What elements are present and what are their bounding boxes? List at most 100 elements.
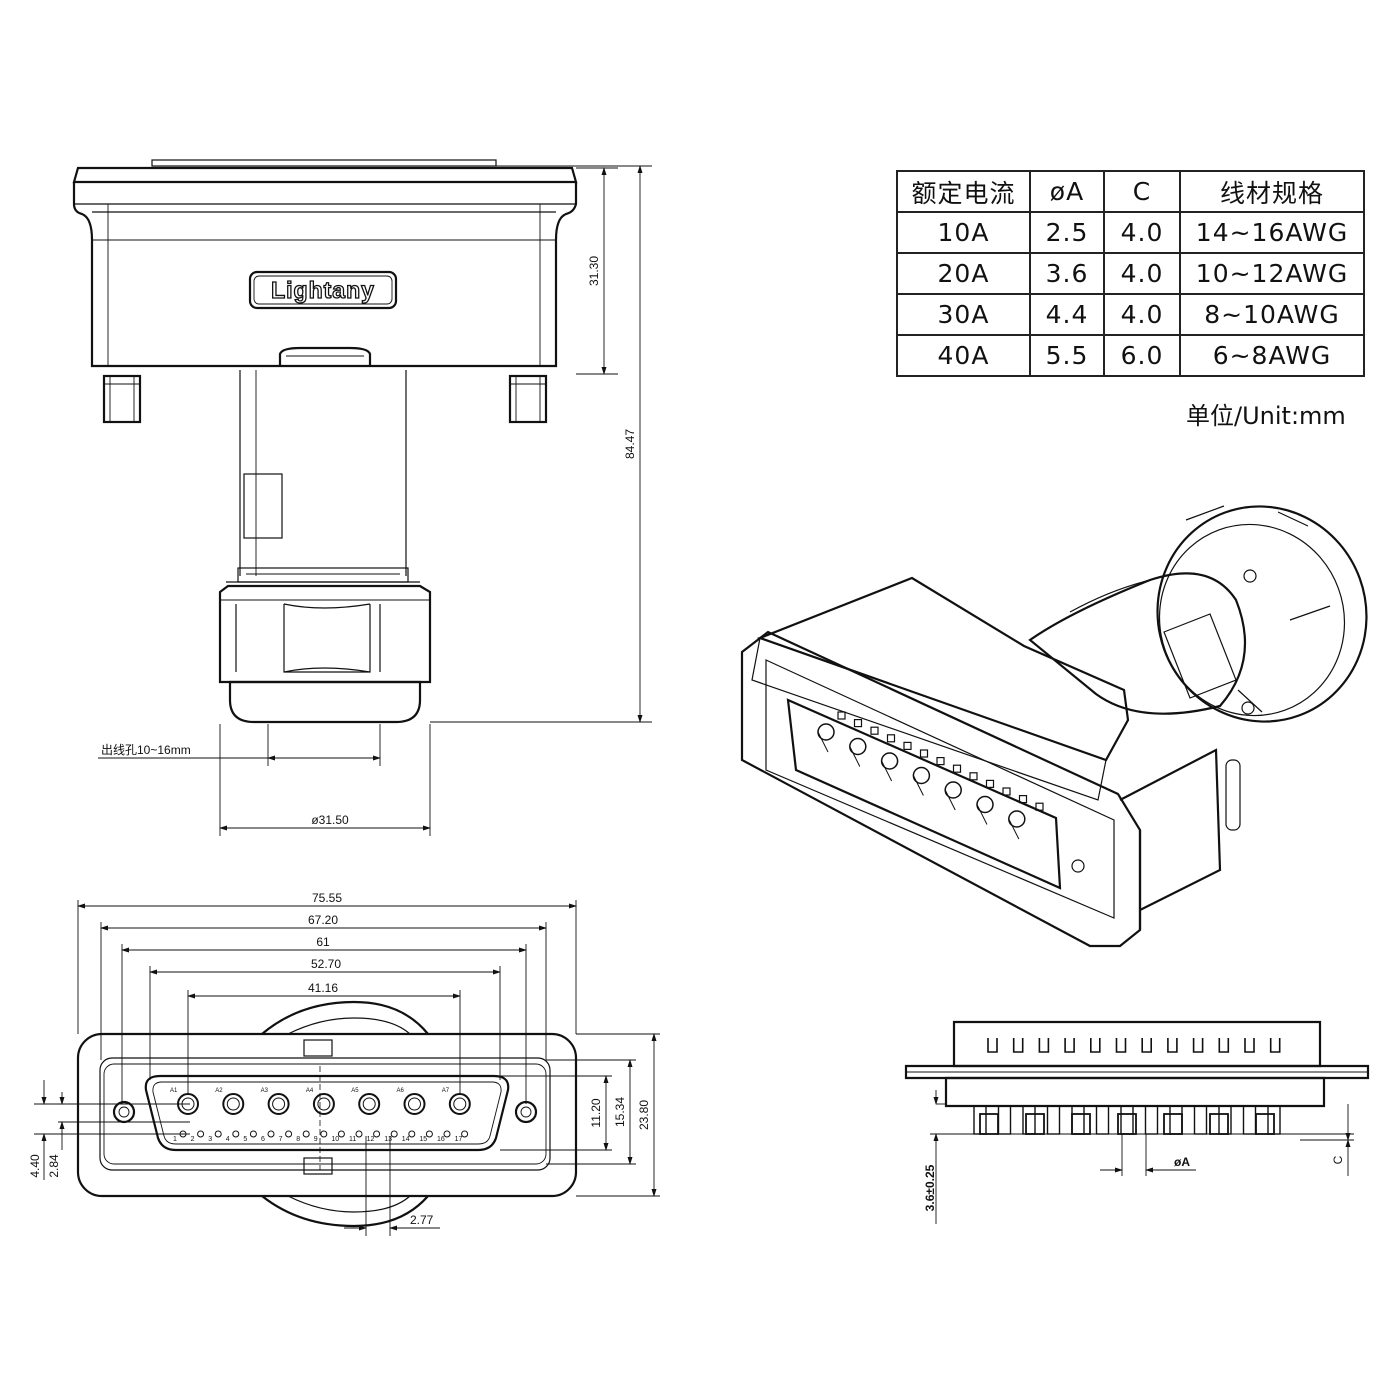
iso-contact-lead <box>976 804 988 825</box>
table-row: 40A 5.5 6.0 6~8AWG <box>896 334 1365 377</box>
dim-left-1: 4.40 <box>28 1154 42 1178</box>
power-pin <box>358 1093 381 1115</box>
dim-body-height: 31.30 <box>587 256 601 286</box>
cell-current: 40A <box>896 334 1031 377</box>
header-rated-current: 额定电流 <box>896 170 1031 213</box>
iso-signal-contact <box>870 726 879 735</box>
header-diameter-a: øA <box>1029 170 1105 213</box>
side-pin <box>997 1105 1012 1135</box>
table-row: 30A 4.4 4.0 8~10AWG <box>896 293 1365 336</box>
side-slot <box>1141 1038 1152 1053</box>
power-pin-label: A7 <box>442 1088 450 1094</box>
cell-diameter: 2.5 <box>1029 211 1105 254</box>
signal-pin-label: 3 <box>208 1136 212 1143</box>
iso-signal-contact <box>952 764 962 773</box>
iso-contact-row <box>817 711 1044 840</box>
signal-pin-label: 15 <box>419 1136 427 1143</box>
signal-pin-label: 13 <box>384 1136 392 1143</box>
dim-total-height: 84.47 <box>623 429 637 459</box>
side-pin <box>1193 1105 1208 1135</box>
unit-note: 单位/Unit:mm <box>1186 402 1346 430</box>
side-pin <box>1242 1105 1257 1135</box>
signal-pin <box>408 1130 416 1138</box>
iso-signal-contact <box>903 741 912 751</box>
spec-table: 额定电流 øA C 线材规格 10A 2.5 4.0 14~16AWG 20A … <box>896 170 1365 377</box>
iso-signal-contact <box>919 749 929 758</box>
iso-contact-lead <box>817 731 829 753</box>
signal-pin-label: 6 <box>261 1136 265 1143</box>
signal-pin <box>320 1130 328 1138</box>
cell-c: 4.0 <box>1103 252 1181 295</box>
isometric-view <box>740 505 1368 948</box>
side-pin <box>1071 1105 1085 1135</box>
power-pin-label: A5 <box>351 1088 359 1094</box>
side-pin-row <box>973 1105 1281 1135</box>
side-pin <box>1144 1105 1159 1135</box>
dim-pin-length: 3.6±0.25 <box>923 1164 937 1211</box>
iso-signal-contact <box>1002 787 1011 796</box>
iso-signal-contact <box>1035 802 1044 811</box>
iso-contact-lead <box>849 746 861 767</box>
side-power-pin <box>1163 1113 1183 1135</box>
side-view: 3.6±0.25 øA C <box>904 1020 1370 1224</box>
signal-pin <box>285 1130 293 1138</box>
side-slot <box>1167 1038 1178 1053</box>
dim-width-3: 61 <box>316 935 330 949</box>
cell-diameter: 4.4 <box>1029 293 1105 336</box>
side-pin <box>1046 1105 1061 1135</box>
dim-width-2: 67.20 <box>308 913 338 927</box>
front-flange <box>76 1032 578 1198</box>
dim-width-5: 41.16 <box>308 981 338 995</box>
power-pin-inner <box>408 1097 421 1111</box>
dim-diameter: ø31.50 <box>311 813 349 827</box>
signal-pin <box>249 1130 257 1138</box>
signal-pin <box>267 1130 275 1138</box>
power-pin-inner <box>362 1097 376 1111</box>
dim-height-1: 11.20 <box>589 1098 603 1127</box>
side-power-pin <box>1071 1113 1091 1135</box>
power-pin-inner <box>453 1097 467 1111</box>
signal-pin-label: 8 <box>296 1136 300 1143</box>
signal-pin-label: 4 <box>226 1136 230 1143</box>
side-slot-row <box>987 1038 1281 1053</box>
side-slot <box>1012 1038 1024 1053</box>
signal-pin-label: 1 <box>173 1136 177 1143</box>
signal-pin-label: 12 <box>367 1136 375 1143</box>
brand-badge <box>248 270 398 310</box>
signal-pin-label: 16 <box>437 1136 445 1143</box>
cell-c: 4.0 <box>1103 211 1181 254</box>
side-pin <box>1022 1105 1036 1135</box>
dim-pitch: 2.77 <box>410 1213 434 1227</box>
cell-wire: 8~10AWG <box>1179 293 1365 336</box>
dim-height-3: 23.80 <box>637 1100 651 1130</box>
power-pin <box>312 1093 335 1115</box>
cell-wire: 14~16AWG <box>1179 211 1365 254</box>
signal-pin-label: 9 <box>314 1136 318 1143</box>
iso-contact-lead <box>881 760 893 782</box>
signal-pin <box>355 1130 363 1138</box>
spec-table-header-row: 额定电流 øA C 线材规格 <box>896 170 1365 213</box>
power-pin-label: A3 <box>261 1088 269 1094</box>
dim-outlet-hole: 出线孔10~16mm <box>101 743 191 757</box>
dim-diameter-a: øA <box>1174 1155 1190 1169</box>
dim-left-2: 2.84 <box>47 1154 61 1178</box>
cell-diameter: 5.5 <box>1029 334 1105 377</box>
signal-pin <box>425 1130 433 1138</box>
top-view: Lightany 31.30 84.47 <box>72 159 652 836</box>
signal-pin <box>390 1130 398 1138</box>
iso-signal-contact <box>886 734 896 743</box>
brand-logo: Lightany <box>271 277 375 303</box>
iso-signal-contact <box>837 711 846 720</box>
dim-c: C <box>1331 1155 1345 1164</box>
iso-signal-contact <box>985 779 995 789</box>
side-power-pin <box>979 1113 999 1135</box>
side-power-pin <box>1255 1113 1275 1135</box>
signal-pin-label: 11 <box>349 1136 356 1143</box>
power-pin-inner <box>226 1097 240 1111</box>
power-pin-label: A2 <box>215 1088 223 1094</box>
dim-height-2: 15.34 <box>613 1097 627 1127</box>
dim-width-4: 52.70 <box>311 957 341 971</box>
side-pin <box>1169 1105 1183 1135</box>
